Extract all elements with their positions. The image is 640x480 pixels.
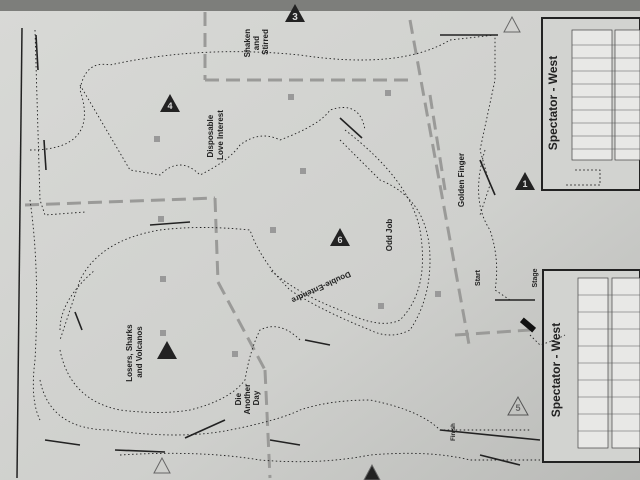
zone-boundaries <box>24 12 531 479</box>
area-5-number: 5 <box>515 403 520 413</box>
area-4-number: 6 <box>337 235 342 245</box>
gate-markers <box>154 90 441 357</box>
area-label-odd-job: Odd Job <box>385 219 394 252</box>
left-border-line <box>16 27 23 479</box>
area-1-marker: 1 <box>515 172 535 190</box>
finish-label: Finish <box>451 423 457 441</box>
area-6-marker <box>157 341 177 359</box>
area-4-marker: 6 <box>330 228 350 246</box>
top-border <box>0 0 640 11</box>
area-label-golden-finger: Golden Finger <box>457 153 466 207</box>
area-2-number: 3 <box>292 12 298 23</box>
course-track <box>29 29 566 463</box>
area-label-die-another-day: Die Another Day <box>234 382 261 415</box>
decorative-triangles <box>153 15 521 480</box>
spectator-west-bottom: Spectator - West <box>542 269 640 463</box>
spectator-west-top: Spectator - West <box>541 17 640 191</box>
tape-segments <box>35 34 541 466</box>
area-3-number: 4 <box>167 101 172 111</box>
stage-label: Stage <box>532 268 539 287</box>
area-2-marker: 3 <box>285 4 305 23</box>
area-label-losers: Losers, Sharks and Volcanos <box>125 322 144 382</box>
stage-marker <box>519 317 537 333</box>
area-3-marker: 4 <box>160 94 180 112</box>
area-label-shaken-stirred: Shaken and Stirred <box>243 27 270 58</box>
start-label: Start <box>475 269 482 286</box>
area-5-marker: 5 <box>507 395 529 416</box>
area-1-number: 1 <box>522 179 527 189</box>
spectator-west-top-label: Spectator - West <box>546 56 560 150</box>
spectator-west-bottom-label: Spectator - West <box>549 323 563 417</box>
area-label-disposable: Disposable Love Interest <box>206 110 225 160</box>
